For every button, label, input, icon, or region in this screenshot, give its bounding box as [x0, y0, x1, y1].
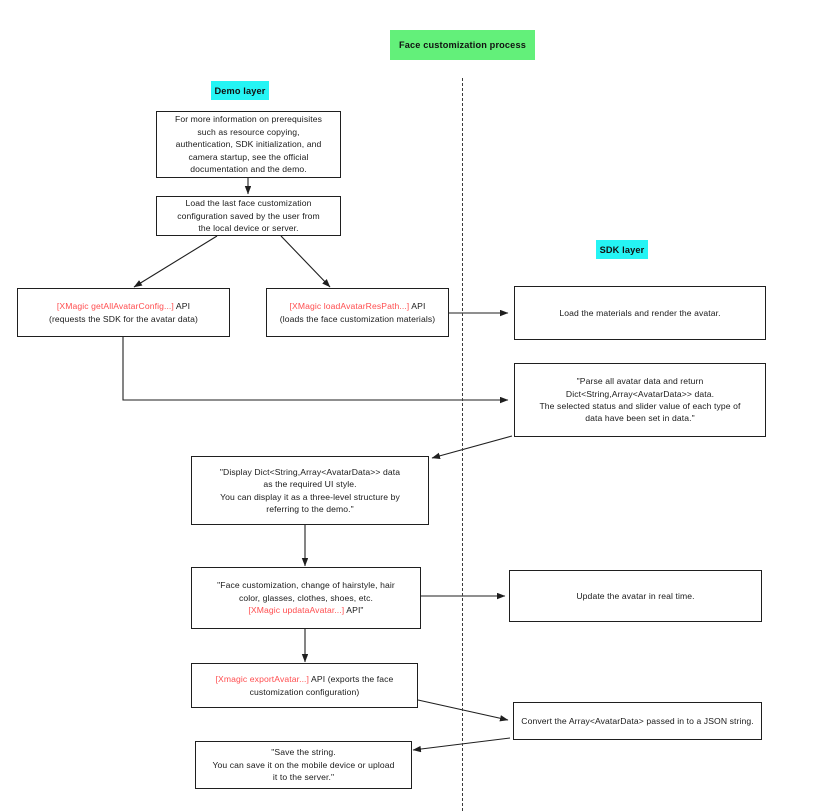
node-display-ui[interactable]: "Display Dict<String,Array<AvatarData>> …: [191, 456, 429, 525]
node-export-avatar-desc: API (exports the face customization conf…: [249, 674, 394, 697]
api-label-load-avatar-res-path: [XMagic loadAvatarResPath...]: [289, 301, 410, 312]
connector-get-all-avatar-config-to-parse: [122, 337, 509, 404]
api-label-export-avatar: [Xmagic exportAvatar...]: [215, 674, 310, 685]
title-badge: Face customization process: [390, 30, 535, 60]
lane-divider: [462, 78, 463, 811]
node-prerequisites-text: For more information on prerequisites su…: [175, 114, 322, 175]
node-load-avatar-res-path-text: [XMagic loadAvatarResPath...] API (loads…: [273, 300, 442, 325]
node-export-avatar-text: [Xmagic exportAvatar...] API (exports th…: [198, 673, 411, 698]
api-label-updata-avatar: [XMagic updataAvatar...]: [248, 605, 345, 616]
node-display-ui-text: "Display Dict<String,Array<AvatarData>> …: [219, 466, 401, 514]
node-prerequisites[interactable]: For more information on prerequisites su…: [156, 111, 341, 178]
node-update-avatar-realtime[interactable]: Update the avatar in real time.: [509, 570, 762, 622]
node-get-all-avatar-config[interactable]: [XMagic getAllAvatarConfig...] API (requ…: [17, 288, 230, 337]
node-load-config-text: Load the last face customization configu…: [177, 198, 320, 234]
node-get-all-avatar-config-desc: API (requests the SDK for the avatar dat…: [48, 301, 198, 324]
node-load-config[interactable]: Load the last face customization configu…: [156, 196, 341, 236]
lane-label-sdk-layer: SDK layer: [596, 240, 648, 259]
node-load-avatar-res-path[interactable]: [XMagic loadAvatarResPath...] API (loads…: [266, 288, 449, 337]
node-convert-json[interactable]: Convert the Array<AvatarData> passed in …: [513, 702, 762, 740]
node-parse-avatar-data[interactable]: "Parse all avatar data and return Dict<S…: [514, 363, 766, 437]
node-update-avatar-realtime-text: Update the avatar in real time.: [576, 590, 695, 601]
api-label-get-all-avatar-config: [XMagic getAllAvatarConfig...]: [56, 301, 174, 312]
connector-load-config-to-get-all-avatar-config: [133, 235, 218, 288]
node-load-materials-render-text: Load the materials and render the avatar…: [559, 307, 721, 318]
node-parse-avatar-data-text: "Parse all avatar data and return Dict<S…: [539, 376, 741, 424]
node-convert-json-text: Convert the Array<AvatarData> passed in …: [521, 715, 754, 726]
node-load-avatar-res-path-desc: API (loads the face customization materi…: [279, 301, 436, 324]
node-face-customization-text: "Face customization, change of hairstyle…: [198, 579, 414, 616]
connector-export-avatar-to-convert-json: [417, 699, 509, 722]
connector-load-config-to-load-avatar-res-path: [280, 235, 331, 288]
node-save-string-text: "Save the string. You can save it on the…: [212, 747, 395, 783]
node-face-customization-desc-before: "Face customization, change of hairstyle…: [217, 580, 395, 603]
node-load-materials-render[interactable]: Load the materials and render the avatar…: [514, 286, 766, 340]
node-face-customization-desc-after: API": [344, 605, 364, 616]
node-get-all-avatar-config-text: [XMagic getAllAvatarConfig...] API (requ…: [24, 300, 223, 325]
node-save-string[interactable]: "Save the string. You can save it on the…: [195, 741, 412, 789]
node-face-customization[interactable]: "Face customization, change of hairstyle…: [191, 567, 421, 629]
node-export-avatar[interactable]: [Xmagic exportAvatar...] API (exports th…: [191, 663, 418, 708]
lane-label-demo-layer: Demo layer: [211, 81, 269, 100]
connector-parse-to-display-ui: [431, 435, 513, 459]
